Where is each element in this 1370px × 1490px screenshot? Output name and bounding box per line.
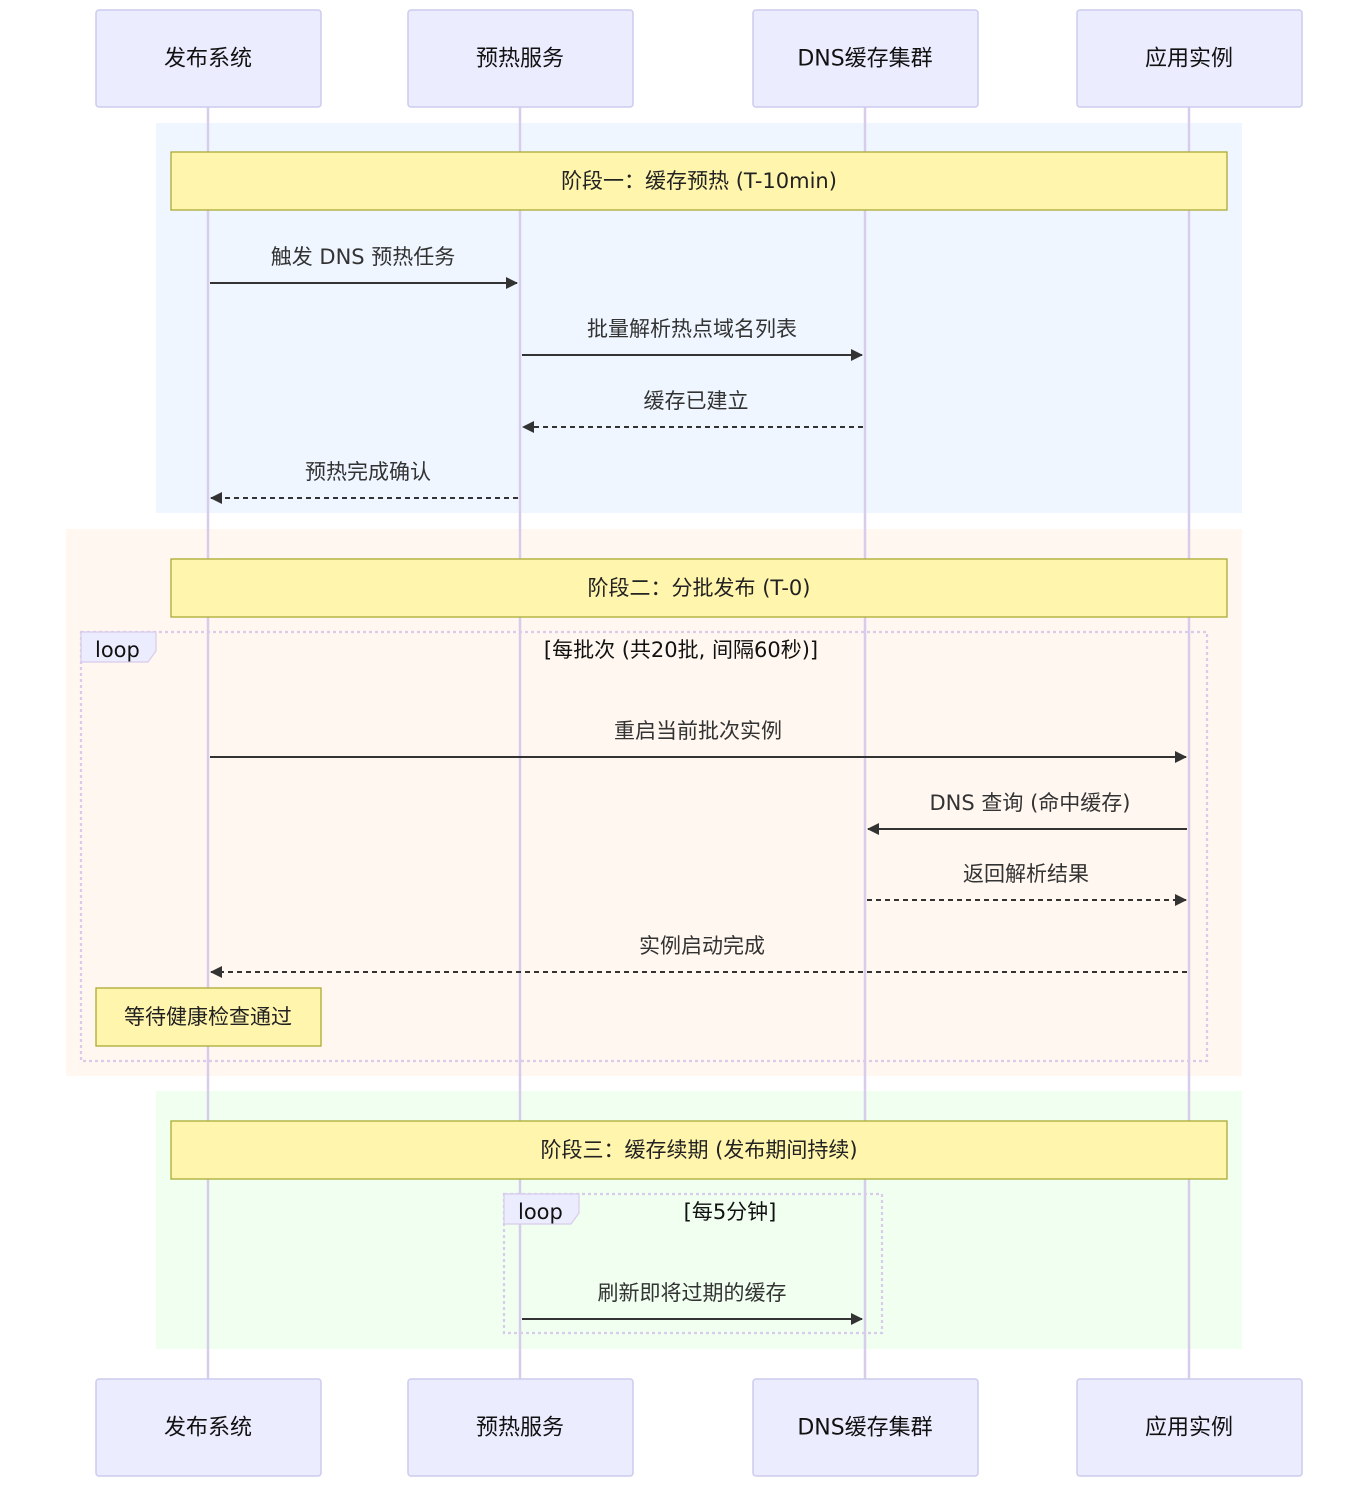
actor-label: 发布系统 bbox=[164, 1416, 252, 1441]
message-label: 刷新即将过期的缓存 bbox=[598, 1281, 787, 1305]
actor-label: 应用实例 bbox=[1145, 1416, 1233, 1441]
message-dns-query: DNS 查询 (命中缓存) bbox=[867, 791, 1187, 835]
message-trigger-warmup: 触发 DNS 预热任务 bbox=[210, 245, 518, 289]
actor-publish-bottom: 发布系统 bbox=[95, 1378, 322, 1477]
loop-condition: [每批次 (共20批, 间隔60秒)] bbox=[544, 638, 818, 662]
actor-label: 应用实例 bbox=[1145, 47, 1233, 72]
message-label: 重启当前批次实例 bbox=[614, 719, 782, 743]
loop-frame bbox=[502, 1192, 884, 1335]
message-label: 缓存已建立 bbox=[644, 389, 749, 413]
loop-renew: loop [每5分钟] bbox=[502, 1192, 884, 1335]
actor-warmup-bottom: 预热服务 bbox=[407, 1378, 634, 1477]
actor-app-bottom: 应用实例 bbox=[1076, 1378, 1303, 1477]
phase3-note: 阶段三：缓存续期 (发布期间持续) bbox=[170, 1120, 1228, 1180]
phase2-note: 阶段二：分批发布 (T-0) bbox=[170, 558, 1228, 618]
loop-condition: [每5分钟] bbox=[684, 1200, 777, 1224]
message-label: DNS 查询 (命中缓存) bbox=[930, 791, 1131, 815]
message-label: 返回解析结果 bbox=[963, 862, 1089, 886]
message-refresh-cache: 刷新即将过期的缓存 bbox=[522, 1281, 863, 1325]
actor-label: 发布系统 bbox=[164, 47, 252, 72]
message-restart-batch: 重启当前批次实例 bbox=[210, 719, 1187, 763]
actor-dns-top: DNS缓存集群 bbox=[752, 9, 979, 108]
actor-label: DNS缓存集群 bbox=[797, 47, 932, 72]
phase-note-label: 阶段一：缓存预热 (T-10min) bbox=[561, 169, 837, 193]
message-resolve-result: 返回解析结果 bbox=[867, 862, 1187, 906]
health-check-note: 等待健康检查通过 bbox=[95, 987, 322, 1047]
phase2-background bbox=[66, 529, 1242, 1076]
note-label: 等待健康检查通过 bbox=[124, 1005, 292, 1029]
phase1-note: 阶段一：缓存预热 (T-10min) bbox=[170, 151, 1228, 211]
loop-tab bbox=[80, 631, 157, 663]
actor-label: 预热服务 bbox=[476, 1416, 564, 1441]
message-label: 实例启动完成 bbox=[639, 934, 765, 958]
message-label: 触发 DNS 预热任务 bbox=[271, 245, 456, 269]
actor-label: DNS缓存集群 bbox=[797, 1416, 932, 1441]
actor-warmup-top: 预热服务 bbox=[407, 9, 634, 108]
loop-tab bbox=[503, 1193, 580, 1225]
actor-publish-top: 发布系统 bbox=[95, 9, 322, 108]
actor-label: 预热服务 bbox=[476, 47, 564, 72]
message-instance-started: 实例启动完成 bbox=[210, 934, 1187, 978]
message-cache-built: 缓存已建立 bbox=[522, 389, 863, 433]
message-label: 预热完成确认 bbox=[305, 460, 431, 484]
message-label: 批量解析热点域名列表 bbox=[587, 317, 797, 341]
loop-tag: loop bbox=[95, 638, 140, 662]
actor-dns-bottom: DNS缓存集群 bbox=[752, 1378, 979, 1477]
phase-note-label: 阶段三：缓存续期 (发布期间持续) bbox=[540, 1138, 857, 1162]
message-warmup-confirmed: 预热完成确认 bbox=[210, 460, 518, 504]
loop-frame bbox=[79, 630, 1209, 1063]
actor-app-top: 应用实例 bbox=[1076, 9, 1303, 108]
loop-tag: loop bbox=[518, 1200, 563, 1224]
phase-note-label: 阶段二：分批发布 (T-0) bbox=[588, 576, 811, 600]
message-batch-resolve: 批量解析热点域名列表 bbox=[522, 317, 863, 361]
loop-batches: loop [每批次 (共20批, 间隔60秒)] bbox=[79, 630, 1209, 1063]
